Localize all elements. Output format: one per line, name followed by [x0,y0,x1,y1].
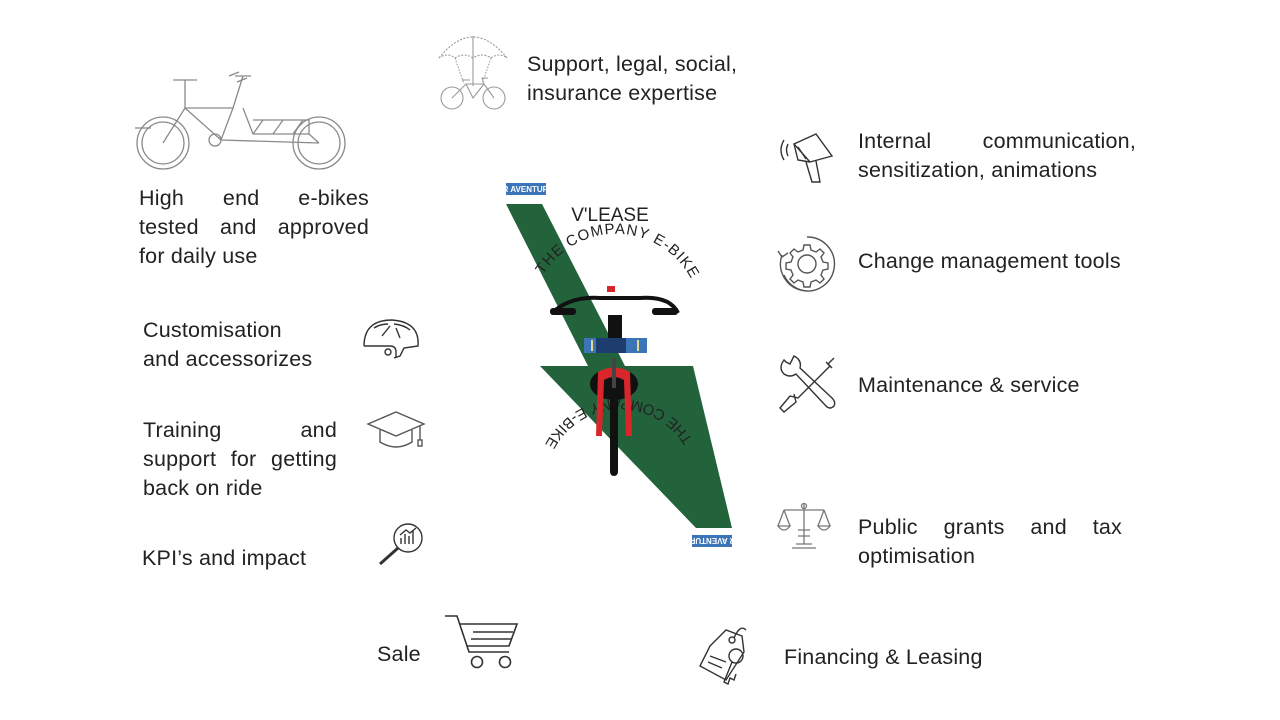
helmet-icon [360,316,422,362]
tag-keys-icon [696,622,752,688]
internal-text: Internal communication, sensitization, a… [858,129,1136,182]
bike-front-icon [550,286,680,476]
green-stripe-left [506,204,625,366]
sale-text: Sale [377,642,421,666]
svg-text:2R AVENTURE: 2R AVENTURE [500,185,554,194]
brand-mark-top: 2R AVENTURE [498,183,554,195]
change-text: Change management tools [858,249,1121,273]
scales-icon [776,500,832,554]
grants-text: Public grants and tax optimisation [858,515,1122,568]
umbrella-bike-icon [436,28,510,112]
training-text: Training and support for getting back on… [143,418,337,500]
kpi-text: KPI’s and impact [142,546,307,570]
center-logo: 2R AVENTURE 2R AVENTURE V'LEASE THE COMP… [498,178,740,553]
svg-text:2R AVENTURE: 2R AVENTURE [684,536,740,545]
gear-cycle-icon [776,233,838,295]
brand-mark-bottom: 2R AVENTURE [684,535,740,547]
magnifier-chart-icon [376,520,426,568]
ebikes-text: High end e-bikes tested and approved for… [139,186,369,268]
green-stripe-diag [540,366,732,528]
wrench-screwdriver-icon [776,354,838,416]
shopping-cart-icon [443,612,523,672]
financing-text: Financing & Leasing [784,645,983,669]
graduation-cap-icon [366,408,428,452]
support-text: Support, legal, social, insurance expert… [527,52,738,105]
maintenance-text: Maintenance & service [858,373,1080,397]
logo-title: V'LEASE [571,205,649,226]
vlease-logo-graphic: 2R AVENTURE 2R AVENTURE V'LEASE THE COMP… [498,183,740,547]
cargo-bike-icon [133,68,349,172]
custom-text: Customisation and accessorizes [143,318,313,371]
megaphone-icon [776,128,836,188]
